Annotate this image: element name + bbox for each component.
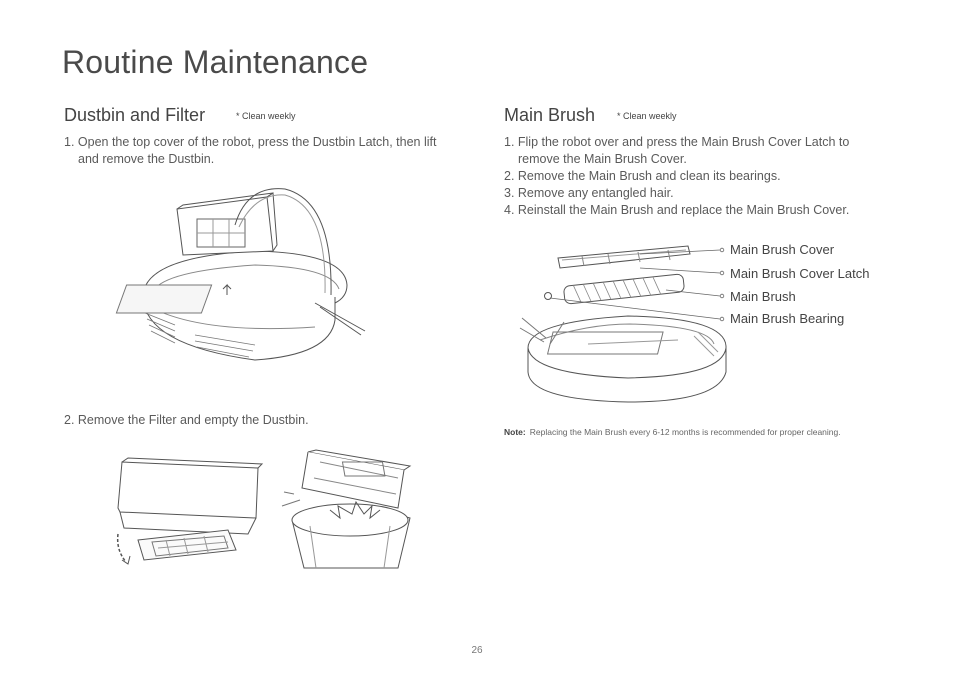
main-brush-clean-tag: * Clean weekly	[617, 111, 677, 121]
dustbin-step-2: 2. Remove the Filter and empty the Dustb…	[64, 412, 459, 429]
callout-main-brush-bearing: Main Brush Bearing	[730, 311, 845, 326]
main-brush-step-4: 4. Reinstall the Main Brush and replace …	[504, 203, 850, 217]
empty-dustbin-illustration	[280, 448, 420, 568]
main-brush-steps: 1. Flip the robot over and press the Mai…	[504, 134, 894, 219]
dustbin-clean-tag: * Clean weekly	[236, 111, 296, 121]
page-number: 26	[471, 645, 483, 656]
note-text: Replacing the Main Brush every 6-12 mont…	[529, 427, 841, 437]
callout-main-brush: Main Brush	[730, 289, 796, 304]
main-brush-step-1: 1. Flip the robot over and press the Mai…	[504, 135, 850, 166]
replacement-note: Note:Replacing the Main Brush every 6-12…	[504, 427, 841, 437]
dustbin-step-1: 1. Open the top cover of the robot, pres…	[64, 134, 459, 168]
dustbin-heading: Dustbin and Filter	[64, 105, 206, 125]
filter-removal-illustration	[108, 458, 268, 568]
main-brush-step-2: 2. Remove the Main Brush and clean its b…	[504, 169, 781, 183]
dustbin-step-1-text: 1. Open the top cover of the robot, pres…	[64, 135, 437, 166]
page-title: Routine Maintenance	[62, 44, 369, 80]
note-label: Note:	[504, 427, 526, 437]
callout-lines	[540, 240, 730, 330]
callout-main-brush-cover: Main Brush Cover	[730, 242, 835, 257]
main-brush-step-3: 3. Remove any entangled hair.	[504, 186, 674, 200]
callout-main-brush-cover-latch: Main Brush Cover Latch	[730, 266, 870, 281]
robot-dustbin-illustration	[135, 185, 375, 370]
main-brush-heading: Main Brush	[504, 105, 596, 125]
main-brush-illustration	[518, 240, 728, 405]
dustbin-step-2-text: 2. Remove the Filter and empty the Dustb…	[64, 413, 309, 427]
